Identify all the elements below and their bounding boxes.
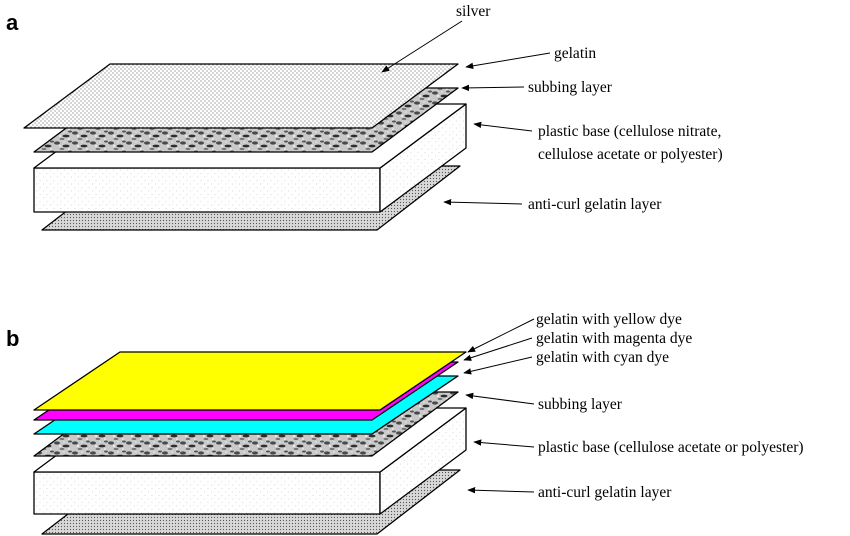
panel-b-yellow-layer (33, 351, 467, 411)
panel-a-label-silver: silver (456, 3, 491, 20)
panel-a-base-front (33, 167, 381, 213)
panel-b: b gelatin with yellow dye gelatin with m… (6, 311, 804, 535)
panel-a-label-gelatin: gelatin (554, 45, 596, 62)
panel-a-gelatin-layer (23, 63, 459, 129)
panel-b-label-magenta: gelatin with magenta dye (536, 330, 692, 347)
panel-a-letter: a (6, 10, 19, 35)
panel-a: a silver gelatin subbing layer plastic b… (6, 3, 723, 231)
panel-a-label-base-2: cellulose acetate or polyester) (538, 146, 723, 163)
panel-a-label-anticurl: anti-curl gelatin layer (528, 196, 662, 213)
panel-b-label-yellow: gelatin with yellow dye (536, 311, 682, 328)
panel-b-label-cyan: gelatin with cyan dye (536, 349, 669, 366)
panel-b-label-base: plastic base (cellulose acetate or polye… (538, 439, 804, 456)
panel-a-label-base-1: plastic base (cellulose nitrate, (538, 123, 721, 140)
panel-a-label-subbing: subbing layer (528, 79, 613, 96)
panel-b-label-anticurl: anti-curl gelatin layer (538, 484, 672, 501)
panel-b-base-front (33, 471, 381, 515)
panel-b-letter: b (6, 326, 19, 351)
panel-b-label-subbing: subbing layer (538, 396, 623, 413)
